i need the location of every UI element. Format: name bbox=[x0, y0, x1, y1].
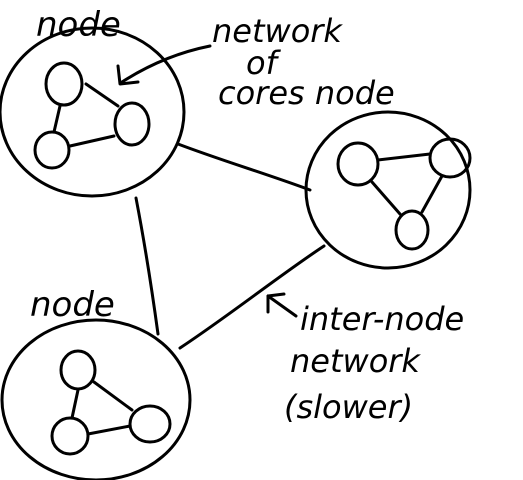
core-link bbox=[376, 152, 432, 162]
annotation-cores-line2: of bbox=[246, 44, 282, 82]
node-boundary bbox=[304, 110, 472, 270]
core-link bbox=[68, 134, 116, 148]
arrow-to-cores bbox=[116, 44, 212, 86]
annotation-cores-line3: cores node bbox=[218, 74, 395, 112]
node-bottom-left bbox=[0, 318, 192, 480]
link-right-to-bottom-left bbox=[178, 244, 326, 350]
core bbox=[113, 101, 151, 147]
annotation-internode-line3: (slower) bbox=[284, 388, 413, 426]
link-top-left-to-right bbox=[176, 142, 312, 192]
core bbox=[44, 61, 84, 107]
core bbox=[394, 209, 430, 251]
core bbox=[336, 141, 380, 187]
annotation-internode-line2: network bbox=[290, 342, 421, 380]
node-boundary bbox=[0, 318, 192, 480]
core-link bbox=[370, 180, 402, 216]
core-link bbox=[84, 82, 120, 108]
core bbox=[33, 130, 71, 170]
annotation-internode-line1: inter-node bbox=[300, 300, 464, 338]
core bbox=[59, 349, 97, 391]
core bbox=[128, 404, 172, 444]
arrow-to-internode-link bbox=[266, 292, 298, 318]
annotation-network-of-cores: network of cores node bbox=[212, 12, 395, 112]
annotation-cores-line1: network bbox=[212, 12, 343, 50]
core-link bbox=[52, 104, 62, 134]
core-link bbox=[92, 380, 134, 412]
core-link bbox=[420, 174, 444, 214]
label-node-bottom-left: node bbox=[30, 285, 115, 325]
core-link bbox=[70, 388, 80, 420]
link-top-left-to-bottom-left bbox=[134, 196, 160, 336]
inter-node-links bbox=[134, 142, 326, 350]
core bbox=[428, 137, 472, 179]
core bbox=[50, 416, 90, 456]
node-right bbox=[304, 110, 472, 270]
core-link bbox=[86, 424, 132, 436]
node-top-left bbox=[0, 26, 186, 198]
annotation-inter-node-network: inter-node network (slower) bbox=[284, 300, 464, 426]
node-boundary bbox=[0, 26, 186, 198]
